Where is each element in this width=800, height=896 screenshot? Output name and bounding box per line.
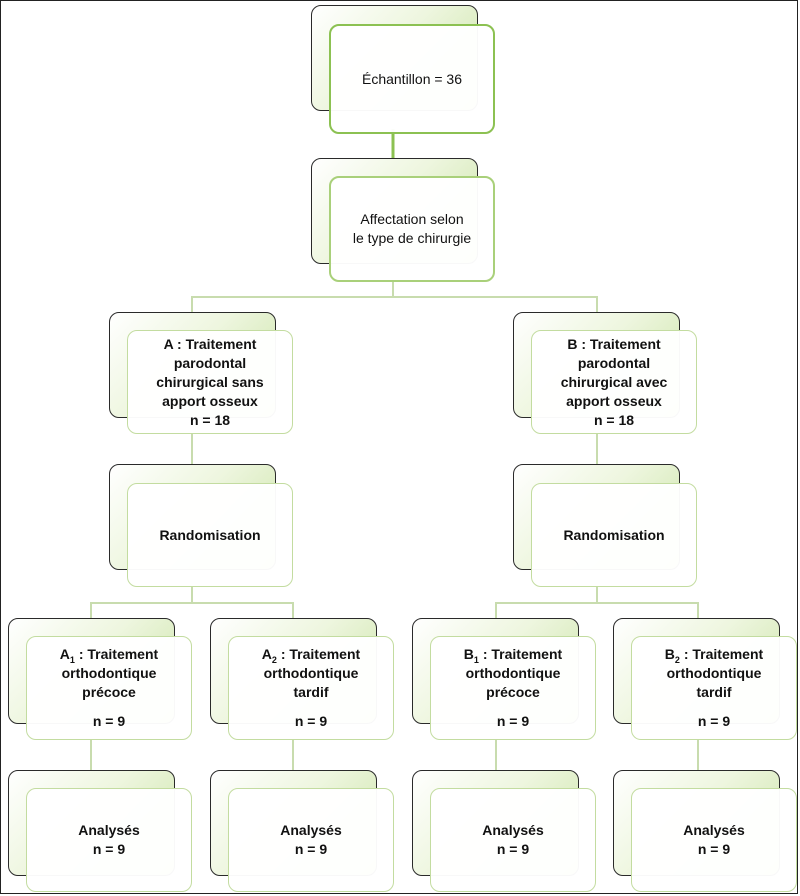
allocation-line-1: Affectation selon bbox=[360, 211, 464, 227]
connector-rand-b-subgroups-2 bbox=[597, 602, 699, 620]
group-a-line-3: chirurgical sans bbox=[156, 373, 264, 390]
subgroup-b1-line-2: orthodontique bbox=[465, 665, 561, 681]
subgroup-a2-count: n = 9 bbox=[294, 713, 328, 729]
connector-rand-a-subgroups bbox=[90, 586, 193, 620]
group-b-count: n = 18 bbox=[593, 411, 635, 428]
subgroup-b1-title: B1 : Traitement bbox=[463, 646, 563, 665]
analysed-b2-label: Analysés bbox=[683, 822, 745, 838]
allocation-line-2: le type de chirurgie bbox=[352, 230, 472, 246]
group-a-line-4: apport osseux bbox=[162, 392, 258, 409]
group-a-line-2: parodontal bbox=[173, 354, 247, 371]
analysed-a2-label: Analysés bbox=[280, 822, 342, 838]
subgroup-b2-line-2: orthodontique bbox=[666, 665, 762, 681]
subgroup-a1-line-2: orthodontique bbox=[61, 665, 157, 681]
subgroup-b1-count: n = 9 bbox=[496, 713, 530, 729]
subgroup-a1-title: A1 : Traitement bbox=[59, 646, 159, 665]
sample-label: Échantillon = 36 bbox=[361, 70, 463, 87]
connector-rand-a-subgroups-2 bbox=[192, 602, 294, 620]
analysed-a2-count: n = 9 bbox=[294, 841, 328, 857]
analysed-a1-count: n = 9 bbox=[92, 841, 126, 857]
group-a-line-1: A : Traitement bbox=[163, 335, 257, 352]
connector-allocation-groups-b bbox=[393, 296, 598, 314]
subgroup-b2-line-3: tardif bbox=[696, 684, 732, 700]
analysed-b1-count: n = 9 bbox=[496, 841, 530, 857]
subgroup-a2-title: A2 : Traitement bbox=[261, 646, 361, 665]
subgroup-a2-line-3: tardif bbox=[293, 684, 329, 700]
subgroup-b2-count: n = 9 bbox=[697, 713, 731, 729]
group-b-line-1: B : Traitement bbox=[567, 335, 661, 352]
group-a-count: n = 18 bbox=[189, 411, 231, 428]
subgroup-a1-count: n = 9 bbox=[92, 713, 126, 729]
group-b-line-2: parodontal bbox=[577, 354, 651, 371]
analysed-b2-count: n = 9 bbox=[697, 841, 731, 857]
group-b-line-3: chirurgical avec bbox=[560, 373, 668, 390]
analysed-a1-label: Analysés bbox=[78, 822, 140, 838]
subgroup-a2-line-2: orthodontique bbox=[263, 665, 359, 681]
randomisation-a-label: Randomisation bbox=[159, 526, 261, 543]
analysed-b1-label: Analysés bbox=[482, 822, 544, 838]
subgroup-b2-title: B2 : Traitement bbox=[664, 646, 764, 665]
subgroup-b1-line-3: précoce bbox=[486, 684, 540, 700]
randomisation-b-label: Randomisation bbox=[563, 526, 665, 543]
connector-allocation-groups bbox=[191, 281, 394, 314]
connector-rand-b-subgroups bbox=[495, 586, 598, 620]
group-b-line-4: apport osseux bbox=[566, 392, 662, 409]
subgroup-a1-line-3: précoce bbox=[82, 684, 136, 700]
